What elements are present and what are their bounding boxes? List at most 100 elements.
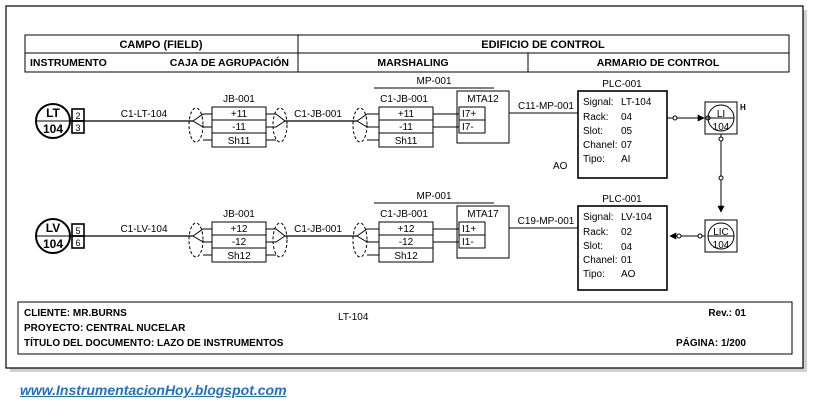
plc-field-value: 05 [621, 126, 633, 137]
loop-tag-label: LT-104 [338, 312, 369, 323]
header-table [24, 34, 790, 73]
dcs-tag: LIC [713, 227, 729, 238]
plc-field-label: Chanel: [583, 140, 617, 151]
jb-row: +11 [231, 109, 248, 120]
dcs-number: 104 [713, 122, 730, 133]
instrument-tag: LT [46, 106, 60, 120]
terminal [71, 235, 85, 249]
blog-link[interactable]: www.InstrumentacionHoy.blogspot.com [20, 382, 287, 398]
plc-field-label: Tipo: [583, 269, 605, 280]
cable-shield [188, 107, 204, 143]
cable-fan [266, 113, 286, 141]
field-cable-label: C1-LT-104 [121, 109, 168, 120]
plc-field-label: Slot: [583, 241, 603, 252]
jb-title: JB-001 [223, 209, 255, 220]
instrument-number: 104 [43, 237, 63, 251]
terminal-label: 3 [75, 123, 80, 133]
mta-row: I1+ [462, 224, 476, 235]
cable-shield [272, 222, 288, 258]
mp-jb-row: +12 [398, 224, 415, 235]
plc-title: PLC-001 [602, 194, 642, 205]
cable-shield [352, 222, 368, 258]
cable-fan [192, 228, 212, 256]
plc-field-label: Signal: [583, 212, 614, 223]
plc-field-label: Tipo: [583, 154, 605, 165]
plc-block [577, 205, 668, 291]
terminal-label: 6 [75, 238, 80, 248]
header-marshaling: MARSHALING [377, 57, 448, 69]
plc-field-label: Rack: [583, 112, 609, 123]
header-edificio: EDIFICIO DE CONTROL [481, 39, 605, 51]
dcs-box [704, 219, 738, 253]
mta-title: MTA17 [467, 209, 499, 220]
header-instrumento: INSTRUMENTO [30, 57, 107, 69]
mta-row: I7- [462, 122, 474, 133]
cable-fan [266, 228, 286, 256]
field-cable-label: C1-LV-104 [120, 224, 168, 235]
mp-jb-row: -12 [399, 237, 414, 248]
plc-field-value: 04 [621, 242, 633, 253]
cable-shield [352, 107, 368, 143]
plc-field-value: 01 [621, 255, 633, 266]
mp-cable-label: C11-MP-001 [518, 101, 574, 112]
plc-field-value: AI [621, 154, 630, 165]
dcs-number: 104 [713, 240, 730, 251]
jb-row: -12 [232, 237, 247, 248]
mp-jb-title: C1-JB-001 [380, 94, 428, 105]
loop-lv-104 [35, 202, 738, 291]
proyecto-label: PROYECTO: CENTRAL NUCELAR [24, 323, 186, 334]
mp-title: MP-001 [416, 191, 451, 202]
mta-block [456, 205, 510, 259]
plc-title: PLC-001 [602, 79, 642, 90]
mta-row: I7+ [462, 109, 476, 120]
header-campo: CAMPO (FIELD) [119, 39, 202, 51]
sheet-frame [5, 5, 804, 369]
mta-block [456, 90, 510, 144]
loop-lt-104 [35, 87, 738, 179]
instrument-tag: LV [46, 221, 60, 235]
mp-jb-title: C1-JB-001 [380, 209, 428, 220]
terminal-label: 2 [75, 111, 80, 121]
plc-field-value: LV-104 [621, 212, 652, 223]
terminal [71, 120, 85, 134]
plc-field-label: Signal: [583, 97, 614, 108]
plc-field-value: 04 [621, 112, 633, 123]
header-armario: ARMARIO DE CONTROL [597, 57, 720, 69]
cable-shield [188, 222, 204, 258]
jb-row: +12 [231, 224, 248, 235]
rev-label: Rev.: 01 [708, 308, 746, 319]
plc-field-value: AO [621, 269, 636, 280]
mp-jb-row: Sh12 [394, 251, 418, 262]
mp-jb-row: -11 [399, 122, 413, 133]
cable-fan [192, 113, 212, 141]
cliente-label: CLIENTE: MR.BURNS [24, 308, 127, 319]
pagina-label: PÁGINA: 1/200 [676, 336, 746, 349]
jb-title: JB-001 [223, 94, 255, 105]
title-block [17, 301, 793, 355]
header-caja: CAJA DE AGRUPACIÓN [170, 56, 289, 69]
control-link [717, 134, 725, 213]
plc-field-value: 07 [621, 140, 633, 151]
instrument-number: 104 [43, 122, 63, 136]
jb-cable-label: C1-JB-001 [294, 224, 342, 235]
alarm-high-label: H [740, 103, 746, 112]
plc-field-label: Chanel: [583, 255, 617, 266]
titulo-label: TÍTULO DEL DOCUMENTO: LAZO DE INSTRUMENT… [24, 336, 284, 349]
plc-field-label: Slot: [583, 126, 603, 137]
jb-row: Sh12 [227, 251, 251, 262]
terminal-label: 5 [75, 226, 80, 236]
jb-cable-label: C1-JB-001 [294, 109, 342, 120]
mta-title: MTA12 [467, 94, 499, 105]
plc-block [577, 90, 668, 179]
cable-shield [272, 107, 288, 143]
cable-fan [356, 113, 379, 141]
mp-title: MP-001 [416, 76, 451, 87]
plc-field-value: LT-104 [621, 97, 652, 108]
jb-row: -11 [232, 122, 246, 133]
mp-cable-label: C19-MP-001 [518, 216, 575, 227]
jb-row: Sh11 [228, 136, 251, 147]
mta-row: I1- [462, 237, 474, 248]
plc-field-label: Rack: [583, 227, 609, 238]
plc-field-value: 02 [621, 227, 633, 238]
